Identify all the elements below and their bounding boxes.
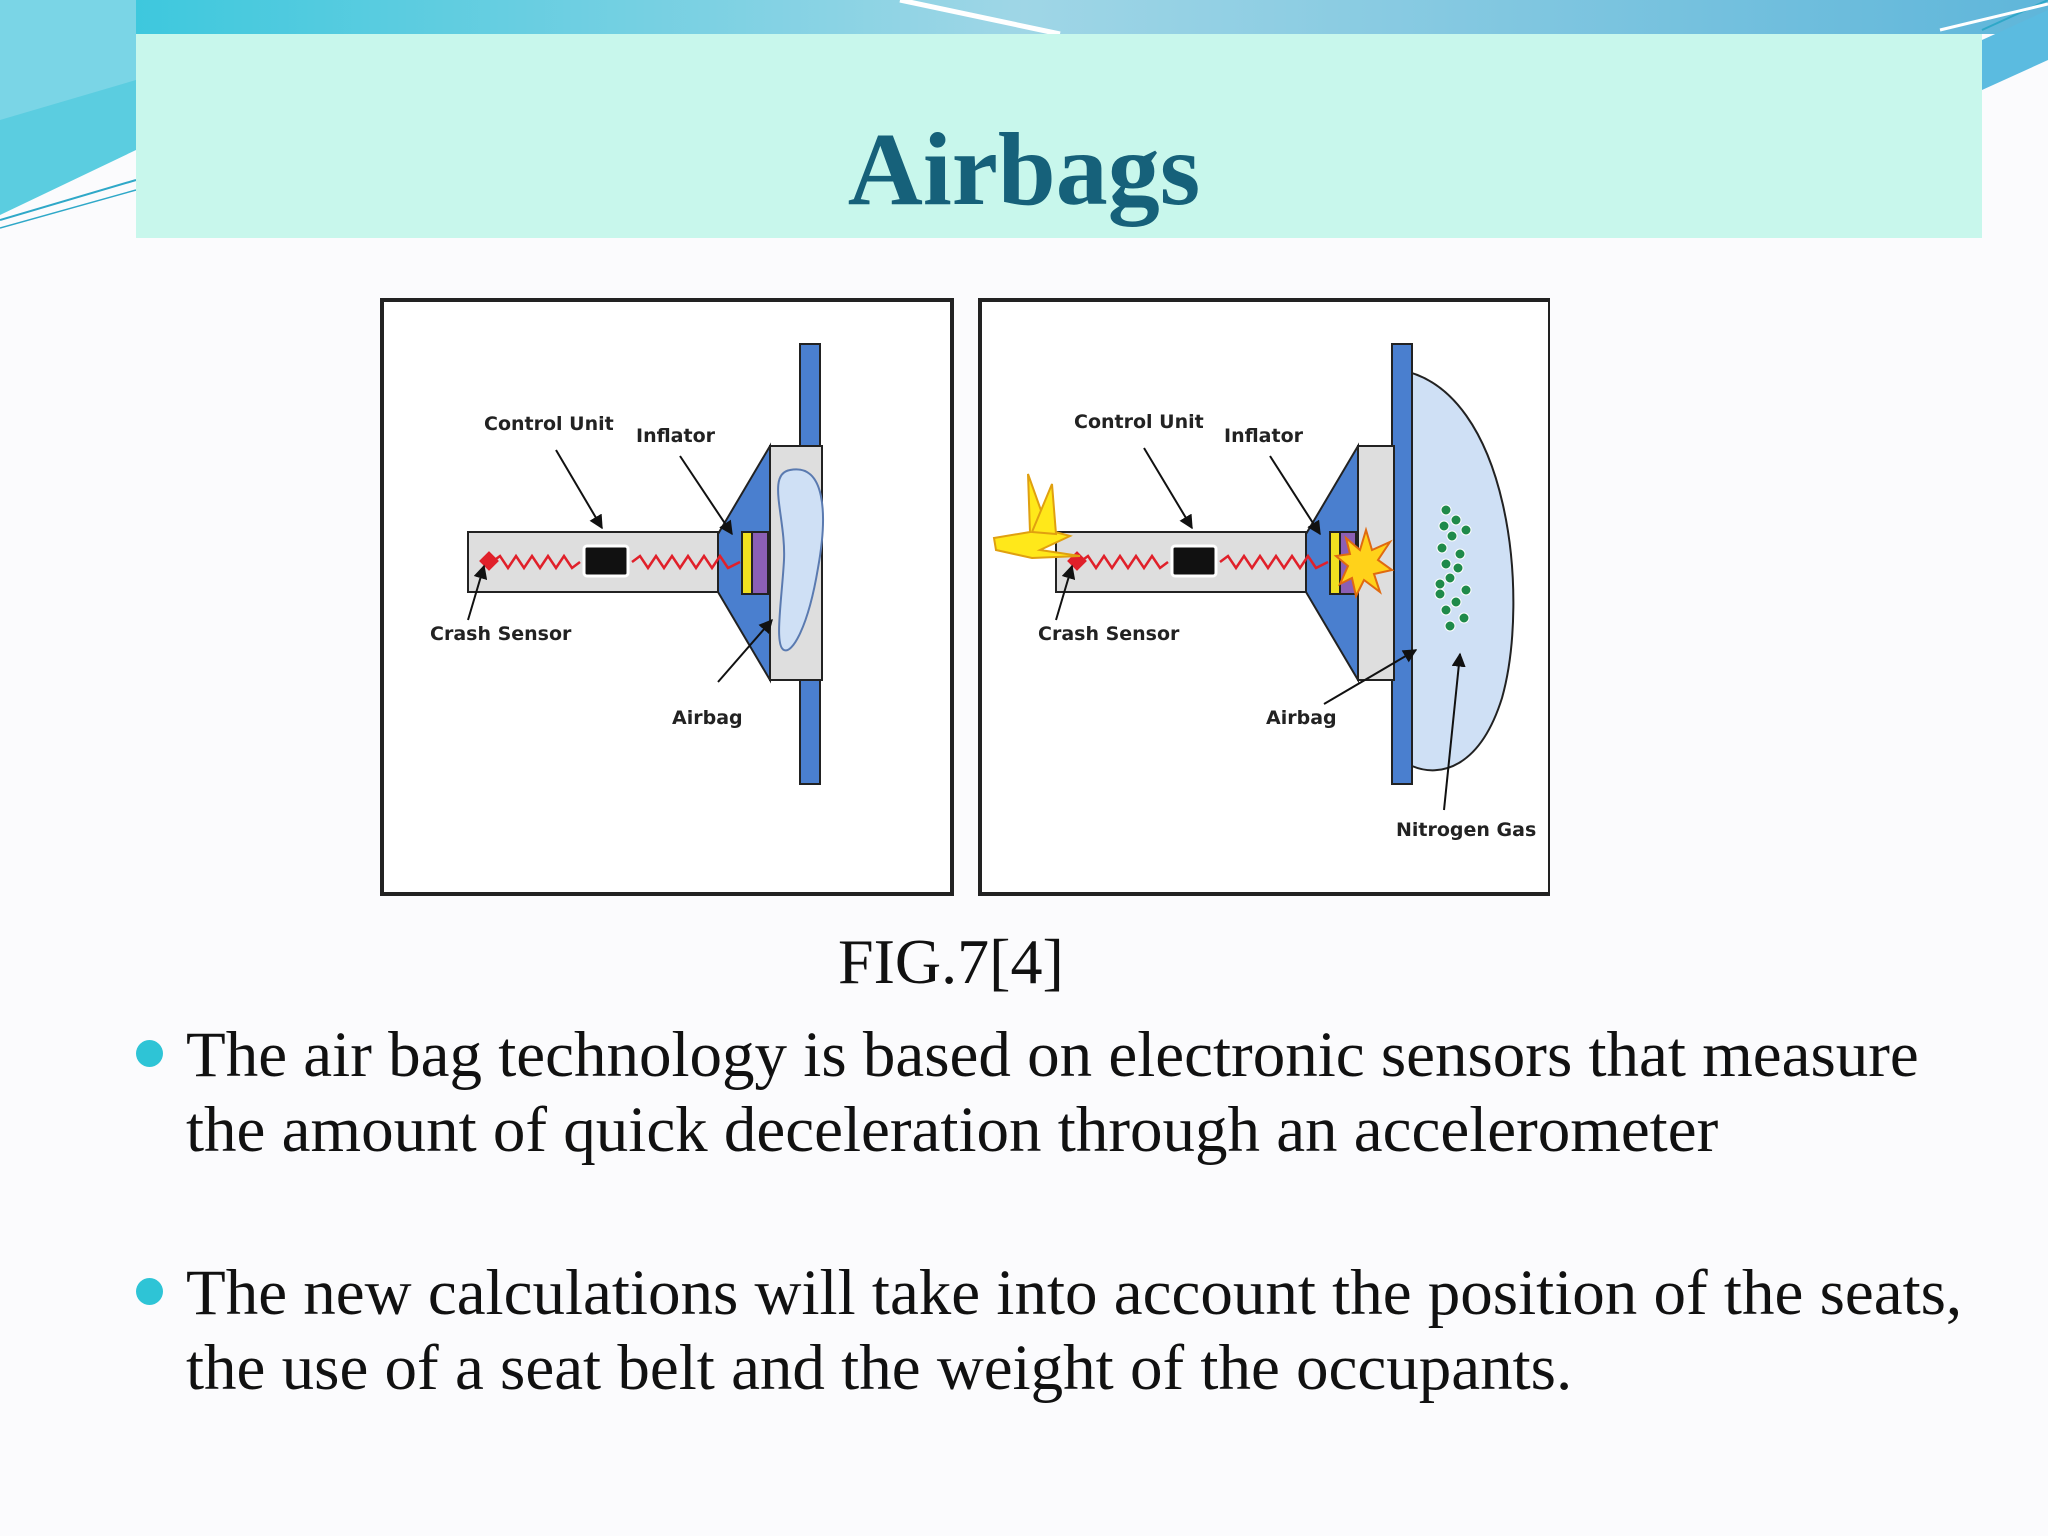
bullet-item: The new calculations will take into acco… [136,1256,1986,1406]
background-decoration [0,0,2048,229]
diagram-panel-deployed: Control Unit Inflator Crash Sensor Airba… [978,298,1550,896]
inflator-unit [741,531,753,595]
label-inflator: Inflator [636,425,716,447]
label-airbag: Airbag [1266,707,1337,729]
bullet-item: The air bag technology is based on elect… [136,1018,1986,1168]
label-control-unit: Control Unit [1074,411,1204,433]
label-control-unit: Control Unit [484,413,614,435]
wire [491,553,581,571]
wire [1079,553,1169,571]
diagram-panel-before: Control Unit Inflator Crash Sensor Airba… [380,298,954,896]
nitrogen-gas-dots [1434,504,1472,632]
control-unit [1170,544,1218,578]
folded-airbag [777,468,824,652]
slide-title: Airbags [847,112,1201,227]
bullet-text: The air bag technology is based on elect… [186,1019,1919,1166]
impact-bolt [992,473,1081,560]
figure-caption: FIG.7[4] [838,926,1064,997]
wire [631,553,741,571]
bullet-dot [136,1278,163,1305]
inflator-unit [1329,531,1341,595]
wire [1219,553,1329,571]
label-inflator: Inflator [1224,425,1304,447]
title-band [136,34,1982,238]
label-crash-sensor: Crash Sensor [430,623,572,645]
airbag-diagram: Control Unit Inflator Crash Sensor Airba… [380,298,1550,896]
explosion [1333,526,1395,599]
label-crash-sensor: Crash Sensor [1038,623,1180,645]
bullet-text: The new calculations will take into acco… [186,1257,1963,1404]
label-airbag: Airbag [672,707,743,729]
bullet-dot [136,1040,163,1067]
label-nitrogen-gas: Nitrogen Gas [1396,819,1536,841]
control-unit [582,544,630,578]
